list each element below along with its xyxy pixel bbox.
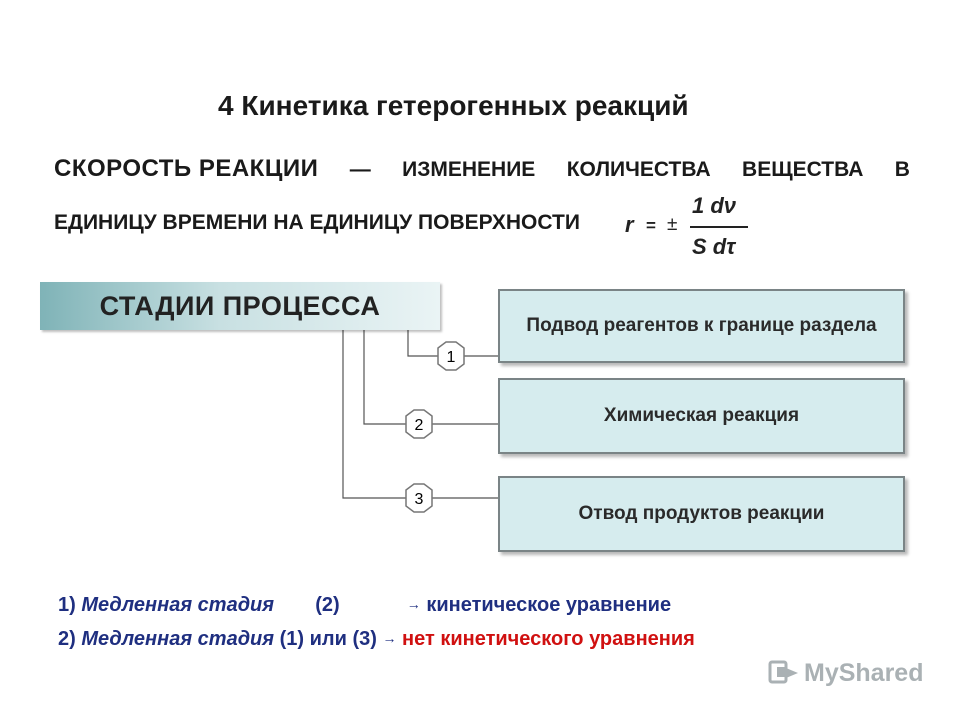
- share-icon: [768, 660, 798, 684]
- watermark-logo: MyShared: [768, 658, 923, 688]
- formula-lhs: r: [625, 212, 634, 237]
- definition-word: ВЕЩЕСТВА: [742, 158, 864, 181]
- connector-line-1: [407, 330, 498, 357]
- formula-numerator: 1 dν: [692, 193, 737, 218]
- definition-word: В: [894, 158, 910, 181]
- connector-line-3: [342, 330, 498, 499]
- note-slow-stage: Медленная стадия: [81, 594, 275, 616]
- formula-denominator: S dτ: [692, 234, 736, 259]
- stage-badge-2: 2: [405, 409, 433, 439]
- stage-number: 1: [447, 349, 456, 366]
- formula-equals: =: [646, 216, 656, 235]
- connector-line-2: [363, 330, 498, 425]
- slide-title: 4 Кинетика гетерогенных реакций: [218, 90, 689, 121]
- stage-number: 3: [415, 491, 424, 508]
- formula-fraction-bar: [690, 226, 748, 228]
- note-result: кинетическое уравнение: [426, 594, 672, 616]
- stage-number: 2: [415, 417, 424, 434]
- arrow-icon: →: [406, 596, 421, 612]
- arrow-icon: →: [382, 630, 397, 646]
- definition-dash: —: [349, 158, 371, 181]
- definition-line-1: СКОРОСТЬ РЕАКЦИИ — ИЗМЕНЕНИЕ КОЛИЧЕСТВА …: [54, 155, 910, 183]
- stage-box-3: Отвод продуктов реакции: [498, 476, 905, 552]
- note-prefix: 1): [58, 594, 76, 616]
- definition-line-2: ЕДИНИЦУ ВРЕМЕНИ НА ЕДИНИЦУ ПОВЕРХНОСТИ: [54, 211, 580, 234]
- note-prefix: 2): [58, 628, 76, 650]
- stage-box-1: Подвод реагентов к границе раздела: [498, 289, 905, 363]
- note-which-stage: (1) или (3): [279, 628, 377, 650]
- note-which-stage: (2): [315, 594, 340, 616]
- note-2: 2) Медленная стадия (1) или (3) → нет ки…: [58, 628, 695, 651]
- note-1: 1) Медленная стадия (2) → кинетическое у…: [58, 594, 671, 617]
- formula-sign: ±: [667, 214, 678, 235]
- stage-badge-3: 3: [405, 483, 433, 513]
- stage-box-2: Химическая реакция: [498, 378, 905, 454]
- note-slow-stage: Медленная стадия: [81, 628, 275, 650]
- definition-word: ИЗМЕНЕНИЕ: [402, 158, 536, 181]
- watermark-text: MyShared: [804, 658, 924, 687]
- note-result: нет кинетического уравнения: [402, 628, 695, 650]
- stage-badge-1: 1: [437, 341, 465, 371]
- definition-word: КОЛИЧЕСТВА: [566, 158, 711, 181]
- definition-term: СКОРОСТЬ РЕАКЦИИ: [54, 155, 319, 182]
- stages-header: СТАДИИ ПРОЦЕССА: [40, 282, 440, 330]
